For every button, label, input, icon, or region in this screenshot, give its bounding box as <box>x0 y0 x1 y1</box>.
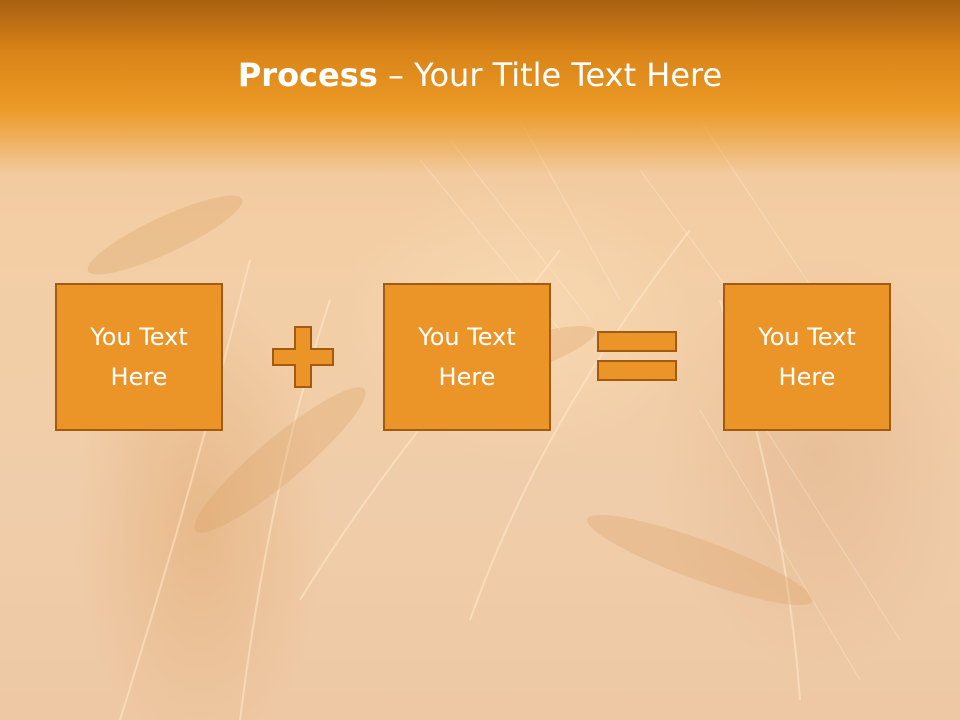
process-box-2[interactable]: You Text Here <box>383 283 551 431</box>
process-box-3[interactable]: You Text Here <box>723 283 891 431</box>
process-box-3-text: You Text Here <box>758 323 856 391</box>
plus-icon <box>272 326 334 388</box>
equals-icon <box>597 331 677 381</box>
process-box-1[interactable]: You Text Here <box>55 283 223 431</box>
process-box-1-text: You Text Here <box>90 323 188 391</box>
slide-title-bold: Process <box>237 56 378 94</box>
title-band <box>0 0 960 175</box>
slide-title-rest: – Your Title Text Here <box>377 56 723 94</box>
slide-title: Process – Your Title Text Here <box>0 54 960 96</box>
process-box-2-text: You Text Here <box>418 323 516 391</box>
